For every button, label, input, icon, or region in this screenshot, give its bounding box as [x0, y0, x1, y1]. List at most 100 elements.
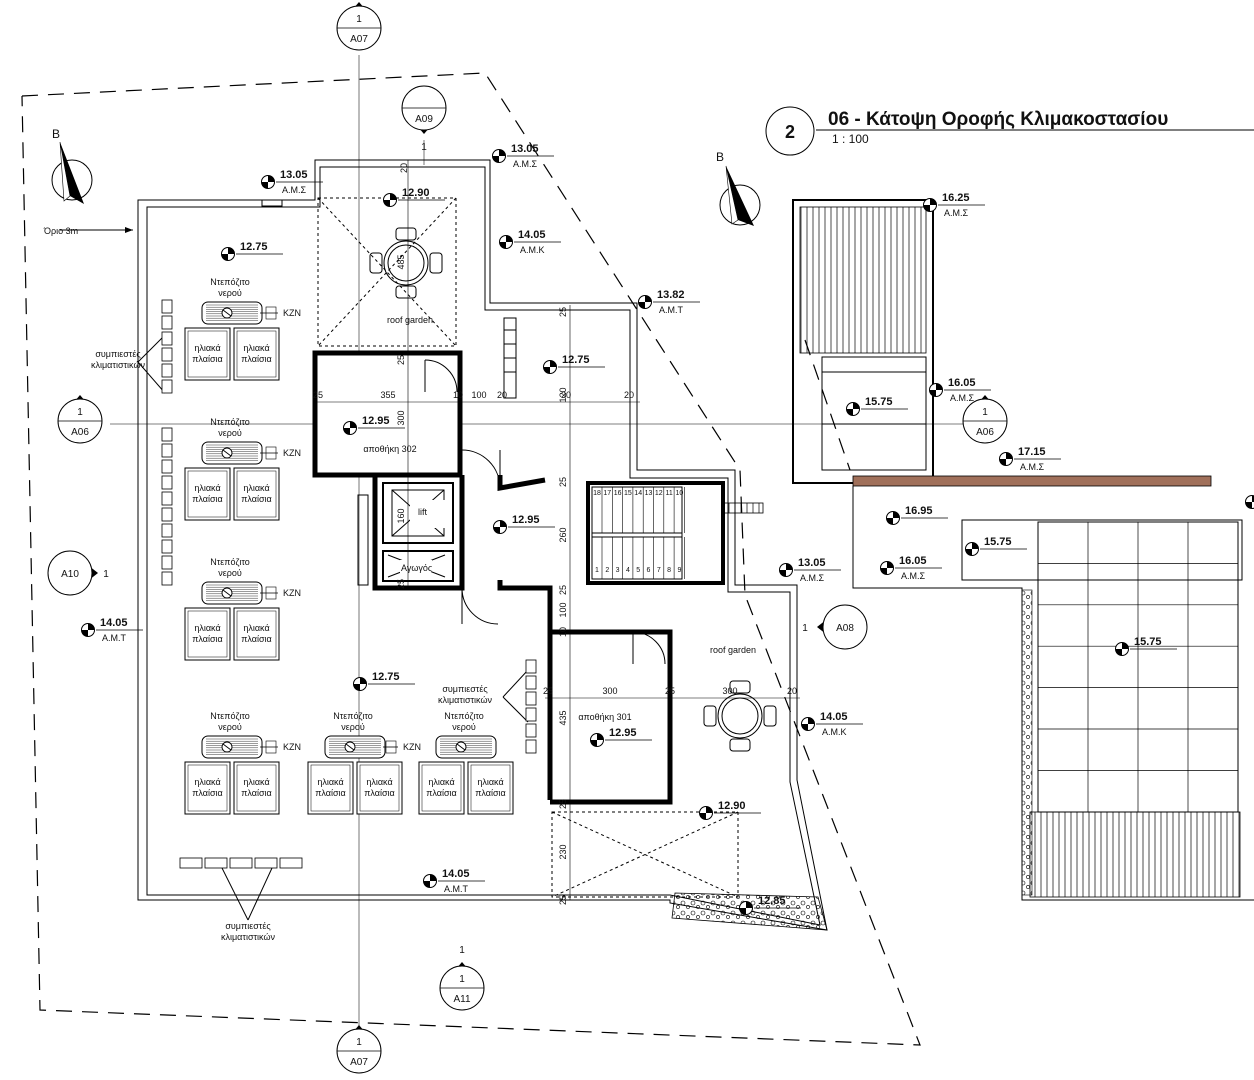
dimension-label: 230	[558, 844, 568, 859]
tank-label: νερού	[218, 428, 242, 438]
level-marker: 15.75	[965, 536, 1027, 556]
compressor-unit	[161, 443, 173, 458]
svg-text:κλιματιστικών: κλιματιστικών	[438, 695, 492, 705]
level-marker: 12.95	[343, 415, 405, 435]
level-marker: 12.75	[543, 354, 605, 374]
solar-tank-group: Ντεπόζιτονερούηλιακάπλαίσιαηλιακάπλαίσια…	[184, 557, 301, 661]
svg-text:κλιματιστικών: κλιματιστικών	[91, 360, 145, 370]
stair-number: 15	[624, 490, 632, 497]
compressor-unit	[161, 347, 173, 362]
compressor-unit	[161, 331, 173, 346]
level-value: 16.05	[948, 377, 976, 389]
solar-tank-group: Ντεπόζιτονερούηλιακάπλαίσιαηλιακάπλαίσια…	[184, 711, 301, 815]
compressor-unit	[279, 857, 303, 869]
level-code: Α.Μ.Σ	[1020, 462, 1045, 472]
level-value: 12.75	[372, 671, 400, 683]
solar-label: ηλιακά	[194, 777, 220, 787]
level-code: Α.Μ.Σ	[944, 208, 969, 218]
water-tank-icon	[201, 735, 263, 759]
level-marker: 13.05Α.Μ.Σ	[261, 169, 323, 195]
stair-number: 8	[667, 567, 671, 574]
dimension-label: 20	[624, 390, 634, 400]
solar-label: ηλιακά	[366, 777, 392, 787]
level-value: 12.95	[609, 727, 637, 739]
solar-label: ηλιακά	[194, 343, 220, 353]
compressor-unit	[161, 523, 173, 538]
kzn-label: ΚΖΝ	[403, 742, 421, 752]
dimension-label: 25	[665, 686, 675, 696]
level-marker: 13.05Α.Μ.Σ	[779, 557, 841, 583]
dimension-label: 25	[313, 390, 323, 400]
annex-lower	[852, 475, 1254, 901]
level-value: 14.05	[100, 617, 128, 629]
compressor-unit	[525, 691, 537, 706]
solar-label: πλαίσια	[241, 634, 272, 644]
section-marker-ref: A10	[61, 569, 79, 580]
kzn-label: ΚΖΝ	[283, 742, 301, 752]
compressor-unit	[525, 659, 537, 674]
section-marker-a09: A09	[401, 85, 447, 134]
section-marker-ref: A08	[836, 623, 854, 634]
dimension-label: 25	[558, 477, 568, 487]
section-marker-ref: A06	[976, 427, 994, 438]
level-code: Α.Μ.Σ	[282, 185, 307, 195]
tank-label: Ντεπόζιτο	[210, 557, 250, 567]
dimension-label: 20	[399, 163, 409, 173]
compressor-unit	[161, 539, 173, 554]
kzn-label: ΚΖΝ	[283, 308, 301, 318]
dimension-label: 300	[396, 410, 406, 425]
solar-label: πλαίσια	[241, 788, 272, 798]
dimension-label: 355	[380, 390, 395, 400]
level-marker: 12.85	[739, 895, 801, 915]
compressors-mid-label: συμπιεστές κλιματιστικών	[438, 669, 529, 723]
dimension-label: 25	[558, 307, 568, 317]
stair-number: 11	[665, 490, 672, 497]
north-label-left: B	[52, 127, 60, 141]
water-tank-icon	[201, 581, 263, 605]
tank-label: Ντεπόζιτο	[210, 417, 250, 427]
title-text: 06 - Κάτοψη Οροφής Κλιμακοστασίου	[828, 109, 1168, 130]
level-code: Α.Μ.Τ	[102, 633, 127, 643]
section-lines	[110, 55, 1000, 1045]
level-marker: 16.95	[886, 505, 948, 525]
stair-number: 2	[605, 567, 609, 574]
level-value: 12.90	[402, 187, 430, 199]
level-marker: 12.75	[221, 241, 283, 261]
section-marker-number: 1	[802, 623, 808, 634]
section-marker-ref: A11	[453, 994, 470, 1005]
lift: lift Αγωγός	[357, 482, 454, 586]
dimension-label: 25	[396, 579, 406, 589]
compressor-unit	[229, 857, 253, 869]
water-tank-icon	[435, 735, 497, 759]
tank-label: νερού	[218, 288, 242, 298]
level-marker: 14.05Α.Μ.Τ	[423, 868, 485, 894]
level-marker: 14.05Α.Μ.Κ	[801, 711, 863, 737]
level-value: 15.75	[1134, 636, 1162, 648]
dimension-label: 100	[471, 390, 486, 400]
solar-label: ηλιακά	[243, 777, 269, 787]
dimension-label: 300	[602, 686, 617, 696]
svg-text:συμπιεστές: συμπιεστές	[442, 684, 488, 694]
level-value: 16.05	[899, 555, 927, 567]
level-marker: 12.75	[353, 671, 415, 691]
solar-label: πλαίσια	[192, 634, 223, 644]
svg-text:κλιματιστικών: κλιματιστικών	[221, 932, 275, 942]
solar-label: ηλιακά	[428, 777, 454, 787]
storage-302: αποθήκη 302	[312, 350, 463, 478]
level-value: 12.90	[718, 800, 746, 812]
section-marker-number: 1	[459, 945, 465, 956]
section-marker-number: 1	[77, 407, 83, 418]
level-code: Α.Μ.Κ	[520, 245, 545, 255]
dimension-label: 160	[396, 508, 406, 523]
level-marker: 14.05Α.Μ.Τ	[81, 617, 143, 643]
level-value: 16.95	[905, 505, 933, 517]
solar-label: ηλιακά	[194, 623, 220, 633]
